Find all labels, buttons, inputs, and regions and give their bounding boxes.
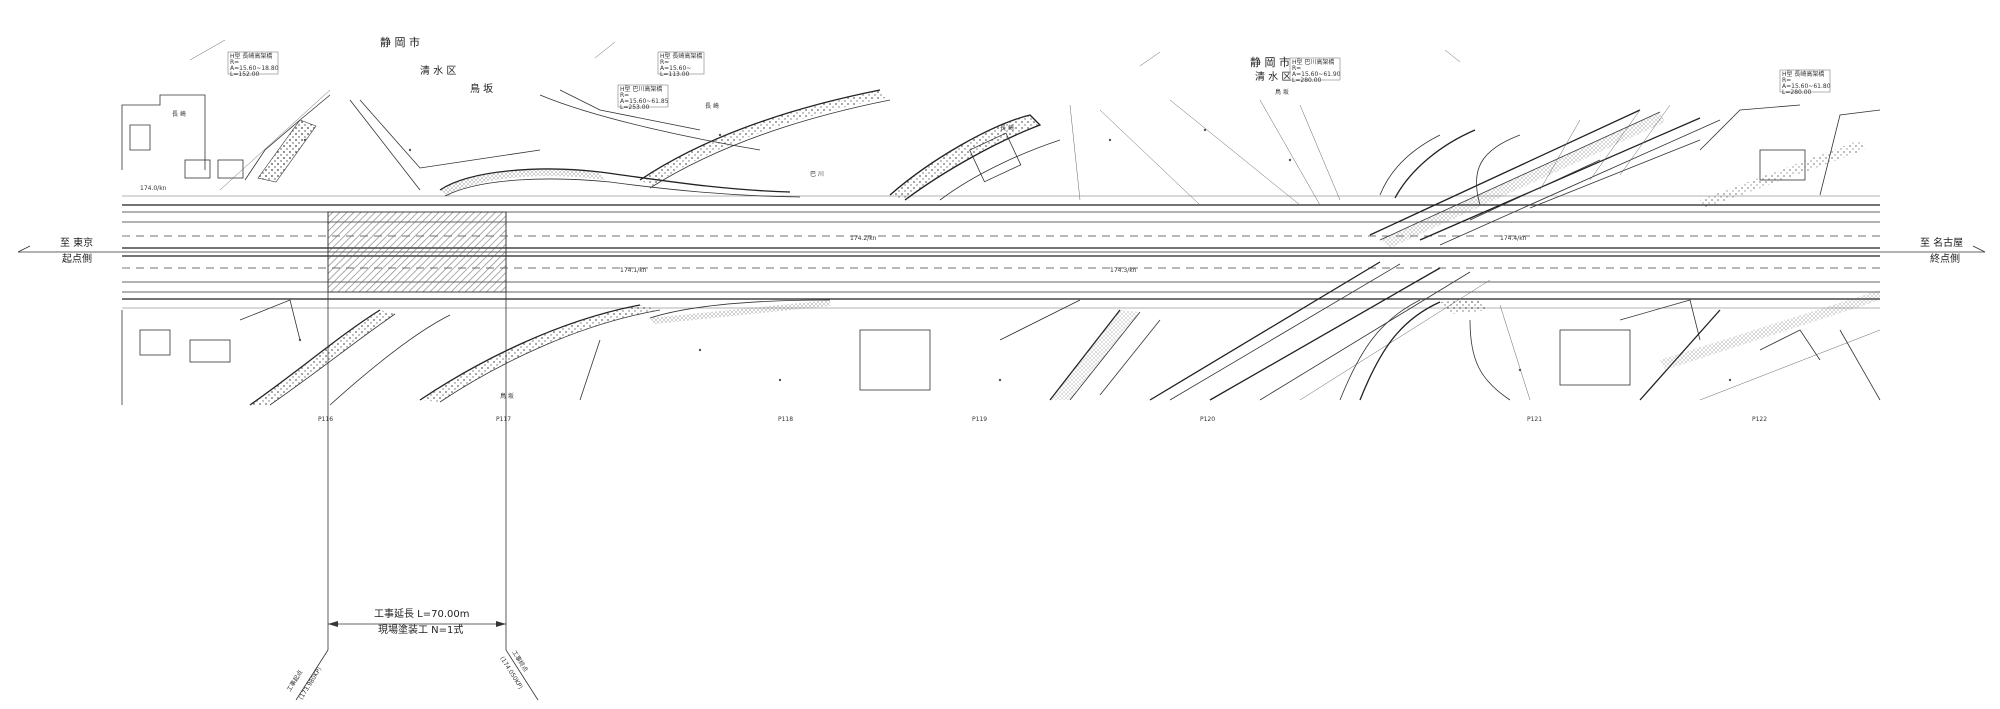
kp-label: 174.2/kn (850, 235, 877, 242)
start-point: 工事起点 (285, 668, 305, 693)
direction-right: 至 名古屋 終点側 (1880, 236, 1986, 265)
pier-p117: P117 (496, 416, 511, 423)
river-label: 巴 川 (810, 171, 824, 178)
pier-p120: P120 (1200, 416, 1215, 423)
work-length: 工事延長 L=70.00m (374, 607, 470, 620)
direction-left-top: 至 東京 (60, 236, 93, 249)
kp-label: 174.3/kn (1110, 267, 1137, 274)
pier-p119: P119 (972, 416, 987, 423)
work-zone-hatched (328, 212, 506, 292)
pier-labels: P116 P117 P118 P119 P120 P121 P122 (318, 416, 1767, 423)
direction-right-top: 至 名古屋 (1920, 236, 1963, 249)
pier-p118: P118 (778, 416, 793, 423)
kp-labels: 174.0/kn 174.1/kn 174.2/kn 174.3/kn 174.… (140, 185, 1527, 274)
place-left-top: 長 崎 (172, 110, 186, 118)
kp-label: 174.4/kn (1500, 235, 1527, 242)
direction-left: 至 東京 起点側 (17, 236, 122, 265)
city-left: 静 岡 市 (380, 35, 420, 49)
direction-right-bottom: 終点側 (1930, 252, 1960, 265)
kp-label: 174.1/kn (620, 267, 647, 274)
pier-p116: P116 (318, 416, 333, 423)
place-names: 静 岡 市 清 水 区 鳥 坂 長 崎 長 崎 長 崎 静 岡 市 清 水 区 … (172, 35, 1291, 400)
ward-right: 清 水 区 (1255, 70, 1291, 83)
direction-left-bottom: 起点側 (62, 252, 92, 265)
upper-terrain (121, 89, 1881, 248)
place-mid-top2: 長 崎 (1000, 124, 1014, 132)
kp-label: 174.0/kn (140, 185, 167, 192)
pier-p122: P122 (1752, 416, 1767, 423)
work-type: 現場塗装工 N=1式 (378, 623, 463, 636)
place-bottom: 鳥 坂 (500, 392, 514, 400)
terrain-marks (298, 128, 1732, 382)
ward-left: 清 水 区 (420, 64, 456, 77)
city-right: 静 岡 市 (1250, 55, 1290, 69)
lower-terrain (121, 261, 1881, 406)
pier-p121: P121 (1527, 416, 1542, 423)
area-left: 鳥 坂 (470, 82, 493, 95)
area-right: 鳥 坂 (1275, 88, 1289, 96)
place-mid-top: 長 崎 (705, 102, 719, 110)
